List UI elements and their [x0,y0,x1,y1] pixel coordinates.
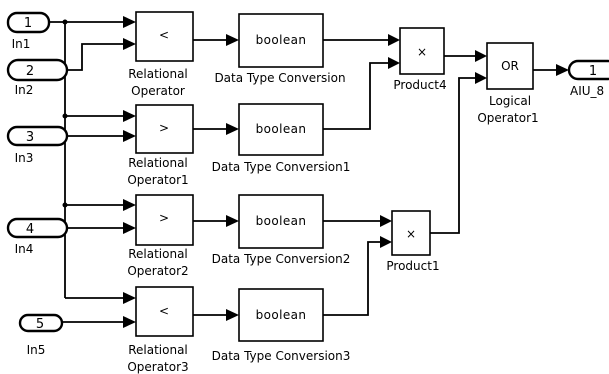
branch-point [62,113,68,119]
wire-arrow [123,130,136,142]
wire-arrow [123,199,136,211]
wire-arrow [226,123,239,135]
inport-number: 5 [36,317,44,332]
operator-symbol: OR [501,59,519,73]
logical-operator-1[interactable]: OR Logical Operator1 [477,42,539,125]
conversion-type: boolean [256,122,307,136]
wire-prod1-or [430,77,475,234]
conversion-type: boolean [256,308,307,322]
relational-operator-3[interactable]: < Relational Operator3 [127,286,194,374]
wire-arrow [123,38,136,50]
wire-conv1-prod4 [323,62,388,130]
relational-operator[interactable]: < Relational Operator [128,11,194,98]
inport-label: In5 [27,343,46,357]
data-type-conversion-3[interactable]: boolean Data Type Conversion3 [212,288,351,363]
inport-in2[interactable]: 2 In2 [6,58,69,97]
block-label: Data Type Conversion [214,71,345,85]
wire-conv3-prod1 [323,241,380,316]
block-label: Operator3 [127,360,188,374]
wire-arrow [226,309,239,321]
operator-symbol: < [159,304,169,318]
wire-arrow [475,50,487,62]
block-label: Operator1 [127,173,188,187]
inport-number: 2 [26,64,34,79]
product-symbol: × [417,45,427,59]
product-symbol: × [406,227,416,241]
product-1[interactable]: × Product1 [386,210,440,273]
block-label: Relational [128,156,188,170]
inport-label: In4 [15,242,34,256]
inport-in3[interactable]: 3 In3 [6,125,69,165]
wire-arrow [123,316,136,328]
operator-symbol: > [159,121,169,135]
block-label: Product4 [393,78,446,92]
operator-symbol: > [159,211,169,225]
inport-label: In1 [12,37,31,51]
wire-arrow [123,16,136,28]
conversion-type: boolean [256,214,307,228]
block-label: Logical [489,94,531,108]
wire-arrow [556,64,569,76]
wire-arrow [380,236,392,248]
relational-operator-1[interactable]: > Relational Operator1 [127,104,194,187]
block-label: Product1 [386,259,439,273]
inport-number: 1 [24,16,32,31]
outport-aiu-8[interactable]: 1 AIU_8 [567,59,609,98]
wire-arrow [388,57,400,69]
block-label: Operator [131,84,185,98]
relational-operator-2[interactable]: > Relational Operator2 [127,194,194,278]
inport-number: 4 [26,222,34,237]
wire-arrow [226,34,239,46]
block-label: Relational [128,247,188,261]
wire-arrow [475,72,487,84]
inport-label: In2 [15,83,34,97]
inport-number: 3 [26,130,34,145]
wire-arrow [226,215,239,227]
block-label: Data Type Conversion3 [212,349,351,363]
branch-point [62,202,68,208]
outport-number: 1 [589,64,597,79]
wire-in2-relop [67,43,123,71]
data-type-conversion-1[interactable]: boolean Data Type Conversion1 [212,103,351,174]
outport-label: AIU_8 [570,84,604,98]
block-label: Data Type Conversion2 [212,252,351,266]
product-4[interactable]: × Product4 [393,27,447,92]
block-label: Relational [128,67,188,81]
block-label: Operator1 [477,111,538,125]
wire-arrow [380,215,392,227]
inport-label: In3 [15,151,34,165]
wire-arrow [388,34,400,46]
inport-in5[interactable]: 5 In5 [18,313,64,357]
block-label: Data Type Conversion1 [212,160,351,174]
data-type-conversion[interactable]: boolean Data Type Conversion [214,13,346,85]
data-type-conversion-2[interactable]: boolean Data Type Conversion2 [212,194,351,266]
wire-arrow [123,222,136,234]
conversion-type: boolean [256,33,307,47]
branch-point [62,19,68,25]
operator-symbol: < [159,28,169,42]
wire-arrow [123,292,136,304]
block-label: Operator2 [127,264,188,278]
inport-in4[interactable]: 4 In4 [6,217,69,256]
inport-in1[interactable]: 1 In1 [6,11,51,51]
wire-arrow [123,110,136,122]
block-label: Relational [128,343,188,357]
